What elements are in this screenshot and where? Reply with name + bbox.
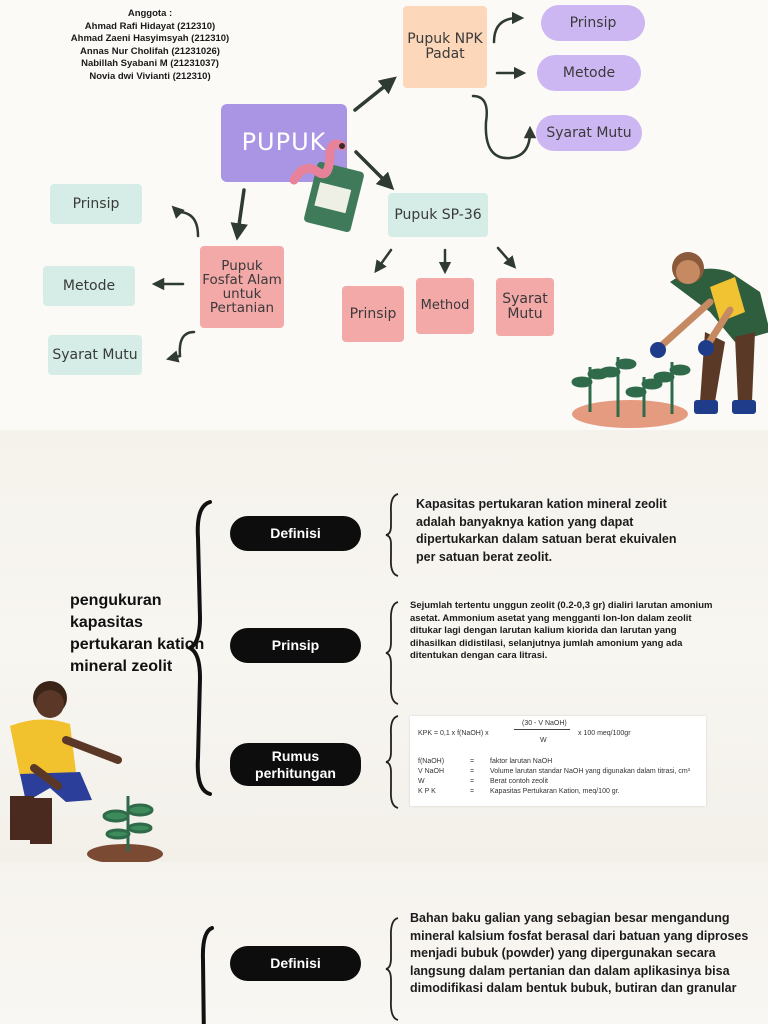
fosfat-definisi-text: Bahan baku galian yang sebagian besar me… bbox=[410, 911, 749, 995]
farmer-illustration bbox=[10, 681, 163, 862]
formula-rhs: x 100 meq/100gr bbox=[578, 730, 631, 737]
members-list: Anggota : Ahmad Rafi Hidayat (212310) Ah… bbox=[30, 8, 270, 83]
legend-symbol: K P K bbox=[418, 788, 436, 795]
mindmap-section: Anggota : Ahmad Rafi Hidayat (212310) Ah… bbox=[0, 0, 768, 430]
definisi-text: Kapasitas pertukaran kation mineral zeol… bbox=[416, 497, 677, 564]
members-heading: Anggota : bbox=[127, 8, 173, 19]
npk-syarat-mutu-label: Syarat Mutu bbox=[546, 125, 632, 141]
fosfat-syarat-mutu-node: Syarat Mutu bbox=[48, 335, 142, 375]
fosfat-metode-label: Metode bbox=[62, 277, 116, 294]
npk-metode-node: Metode bbox=[537, 55, 641, 91]
fosfat-node: Pupuk Fosfat Alam untuk Pertanian bbox=[200, 246, 284, 328]
fosfat-node-label: Pupuk Fosfat Alam untuk Pertanian bbox=[202, 257, 282, 317]
center-node-label: PUPUK bbox=[241, 128, 327, 157]
fosfat-prinsip-node: Prinsip bbox=[50, 184, 142, 224]
sp36-syarat-mutu-label: Syarat Mutu bbox=[502, 291, 548, 322]
sp36-node: Pupuk SP-36 bbox=[388, 193, 488, 237]
fosfat-definisi-label: Definisi bbox=[230, 946, 361, 981]
sp36-prinsip-node: Prinsip bbox=[342, 286, 404, 342]
npk-node: Pupuk NPK Padat bbox=[403, 6, 487, 88]
legend-symbol: f(NaOH) bbox=[418, 758, 445, 765]
member-name: Ahmad Zaeni Hasyimsyah (212310) bbox=[70, 33, 230, 44]
worm-and-fertilizer-bag-icon bbox=[289, 139, 364, 233]
gardener-illustration bbox=[571, 252, 768, 428]
formula-lhs: KPK = 0,1 x f(NaOH) x bbox=[418, 730, 489, 737]
legend-desc: Volume larutan standar NaOH yang digunak… bbox=[490, 768, 690, 775]
sp36-method-node: Method bbox=[416, 278, 474, 334]
small-brace-icon bbox=[385, 493, 399, 577]
sp36-method-label: Method bbox=[420, 298, 470, 314]
legend-symbol: W bbox=[418, 778, 425, 785]
large-brace-icon bbox=[200, 926, 214, 1024]
fosfat-alam-section: Definisi Bahan baku galian yang sebagian… bbox=[0, 862, 768, 1024]
definisi-label: Definisi bbox=[230, 516, 361, 551]
formula-image: KPK = 0,1 x f(NaOH) x (30 - V NaOH) W x … bbox=[410, 716, 706, 806]
sp36-prinsip-label: Prinsip bbox=[349, 305, 397, 322]
npk-prinsip-label: Prinsip bbox=[569, 15, 617, 31]
fosfat-syarat-mutu-label: Syarat Mutu bbox=[52, 346, 138, 363]
member-name: Nabillah Syabani M (21231037) bbox=[81, 58, 219, 69]
prinsip-label: Prinsip bbox=[230, 628, 361, 663]
npk-node-label: Pupuk NPK Padat bbox=[407, 31, 483, 62]
sp36-node-label: Pupuk SP-36 bbox=[394, 206, 482, 223]
legend-desc: faktor larutan NaOH bbox=[490, 758, 553, 765]
zeolit-title: pengukuran kapasitas pertukaran kation m… bbox=[70, 592, 205, 675]
member-name: Novia dwi Vivianti (212310) bbox=[89, 70, 211, 82]
connector-arrows bbox=[151, 11, 537, 363]
rumus-label: Rumus perhitungan bbox=[230, 743, 361, 786]
small-brace-icon bbox=[385, 917, 399, 1021]
legend-desc: Berat contoh zeolit bbox=[490, 778, 548, 785]
member-name: Annas Nur Cholifah (21231026) bbox=[80, 45, 220, 57]
npk-prinsip-node: Prinsip bbox=[541, 5, 645, 41]
fosfat-prinsip-label: Prinsip bbox=[72, 195, 120, 212]
member-name: Ahmad Rafi Hidayat (212310) bbox=[84, 20, 216, 32]
small-brace-icon bbox=[385, 715, 399, 809]
legend-desc: Kapasitas Pertukaran Kation, meq/100 gr. bbox=[490, 788, 620, 795]
small-brace-icon bbox=[385, 601, 399, 705]
large-brace-icon bbox=[185, 500, 212, 796]
zeolit-section: pengukuran kapasitas pertukaran kation m… bbox=[0, 430, 768, 862]
npk-metode-label: Metode bbox=[562, 65, 616, 81]
legend-symbol: V NaOH bbox=[418, 768, 445, 775]
fosfat-metode-node: Metode bbox=[43, 266, 135, 306]
prinsip-text: Sejumlah tertentu unggun zeolit (0.2-0,3… bbox=[410, 600, 713, 662]
formula-numerator: (30 - V NaOH) bbox=[522, 720, 567, 727]
formula-denominator: W bbox=[540, 737, 547, 744]
sp36-syarat-mutu-node: Syarat Mutu bbox=[496, 278, 554, 336]
npk-syarat-mutu-node: Syarat Mutu bbox=[536, 115, 642, 151]
